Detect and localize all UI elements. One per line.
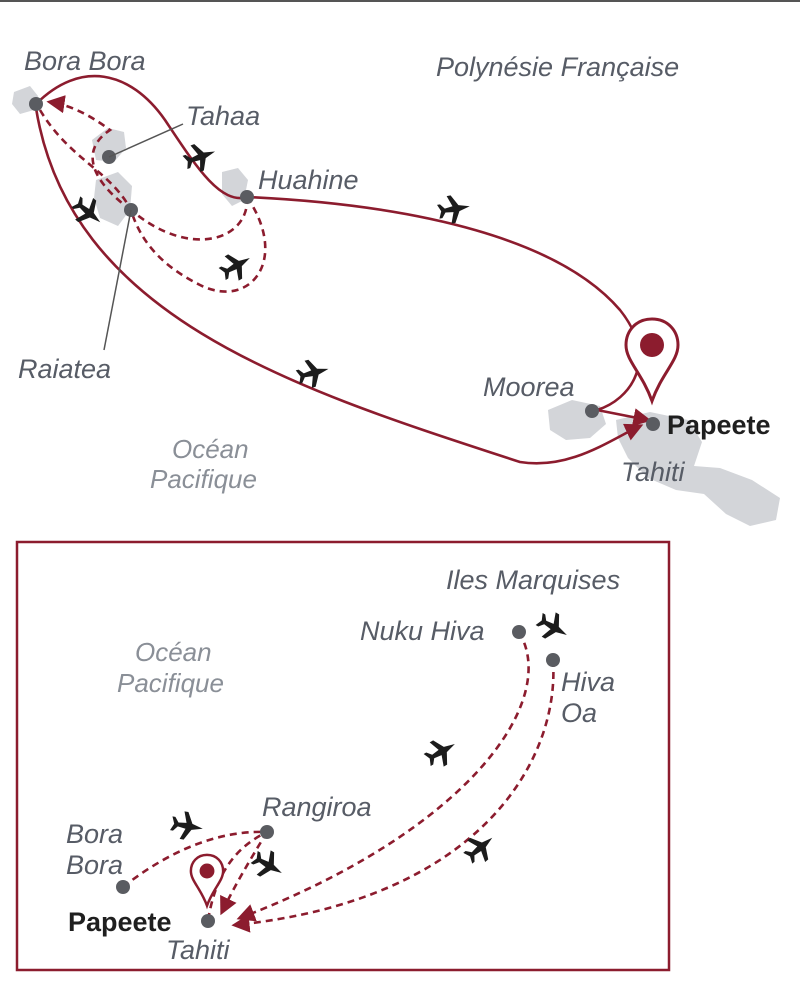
route-hivaoa-papeete [231, 659, 555, 933]
location-pin-icon [189, 853, 225, 910]
label-tahiti-inset: Tahiti [166, 935, 231, 965]
dot-nuku-hiva [512, 625, 526, 639]
plane-icon [458, 826, 502, 870]
dot-rangiroa [260, 825, 274, 839]
plane-icon [215, 245, 257, 287]
label-papeete-inset: Papeete [68, 907, 172, 937]
label-nuku-hiva: Nuku Hiva [360, 616, 485, 646]
leader-raiatea [103, 209, 132, 351]
plane-icon [293, 355, 333, 391]
plane-icon [420, 731, 462, 773]
route-raiatea-tahaa-borabora [46, 95, 132, 212]
route-nukuhiva-papeete [236, 631, 530, 922]
route-huahine-raiatea-loop-1 [130, 196, 249, 241]
inset-planes [168, 606, 574, 886]
dot-bora-bora-inset [116, 880, 130, 894]
dot-hiva-oa [546, 653, 560, 667]
label-hiva: Hiva [561, 667, 615, 697]
label-ocean-line2: Pacifique [150, 464, 257, 494]
label-bora-bora: Bora Bora [24, 46, 146, 76]
routes [34, 74, 652, 465]
leader-tahaa [108, 123, 184, 158]
label-raiatea: Raiatea [18, 354, 111, 384]
plane-icon [168, 809, 206, 843]
main-map: Bora Bora Tahaa Huahine Polynésie França… [12, 46, 780, 526]
dot-papeete [646, 417, 660, 431]
label-marquises: Iles Marquises [446, 565, 620, 595]
label-tahiti: Tahiti [621, 457, 686, 487]
label-bora-line2: Bora [66, 850, 123, 880]
route-papeete-borabora [34, 107, 644, 465]
route-huahine-papeete [246, 195, 641, 412]
island-moorea [548, 400, 606, 440]
label-ocean-line1: Océan [172, 434, 249, 464]
route-borabora-huahine [35, 74, 248, 200]
island-raiatea [94, 172, 132, 226]
dot-moorea [585, 404, 599, 418]
label-rangiroa: Rangiroa [262, 792, 372, 822]
inset-border [15, 540, 671, 972]
route-papeete-rangiroa [206, 830, 268, 921]
dot-papeete-inset [201, 914, 215, 928]
route-huahine-raiatea-loop-2 [129, 196, 267, 293]
label-papeete: Papeete [667, 410, 771, 440]
location-pin-icon [624, 317, 680, 406]
label-oa: Oa [561, 698, 597, 728]
label-moorea: Moorea [483, 372, 575, 402]
inset-routes [122, 631, 555, 933]
plane-icon [532, 606, 574, 648]
frame-top-edge [0, 0, 800, 2]
dot-huahine [240, 190, 254, 204]
label-huahine: Huahine [258, 165, 359, 195]
plane-icon [247, 844, 289, 886]
label-region: Polynésie Française [436, 52, 679, 82]
island-tahiti [616, 412, 780, 526]
dot-bora-bora [29, 97, 43, 111]
label-inset-ocean-line1: Océan [135, 637, 212, 667]
label-inset-ocean-line2: Pacifique [117, 668, 224, 698]
label-tahaa: Tahaa [186, 101, 260, 131]
label-bora-line1: Bora [66, 819, 123, 849]
inset-map: Iles Marquises Nuku Hiva Hiva Oa Océan P… [15, 540, 671, 972]
route-borabora-tahaa-loop [38, 109, 133, 211]
route-moorea-papeete [596, 408, 652, 427]
